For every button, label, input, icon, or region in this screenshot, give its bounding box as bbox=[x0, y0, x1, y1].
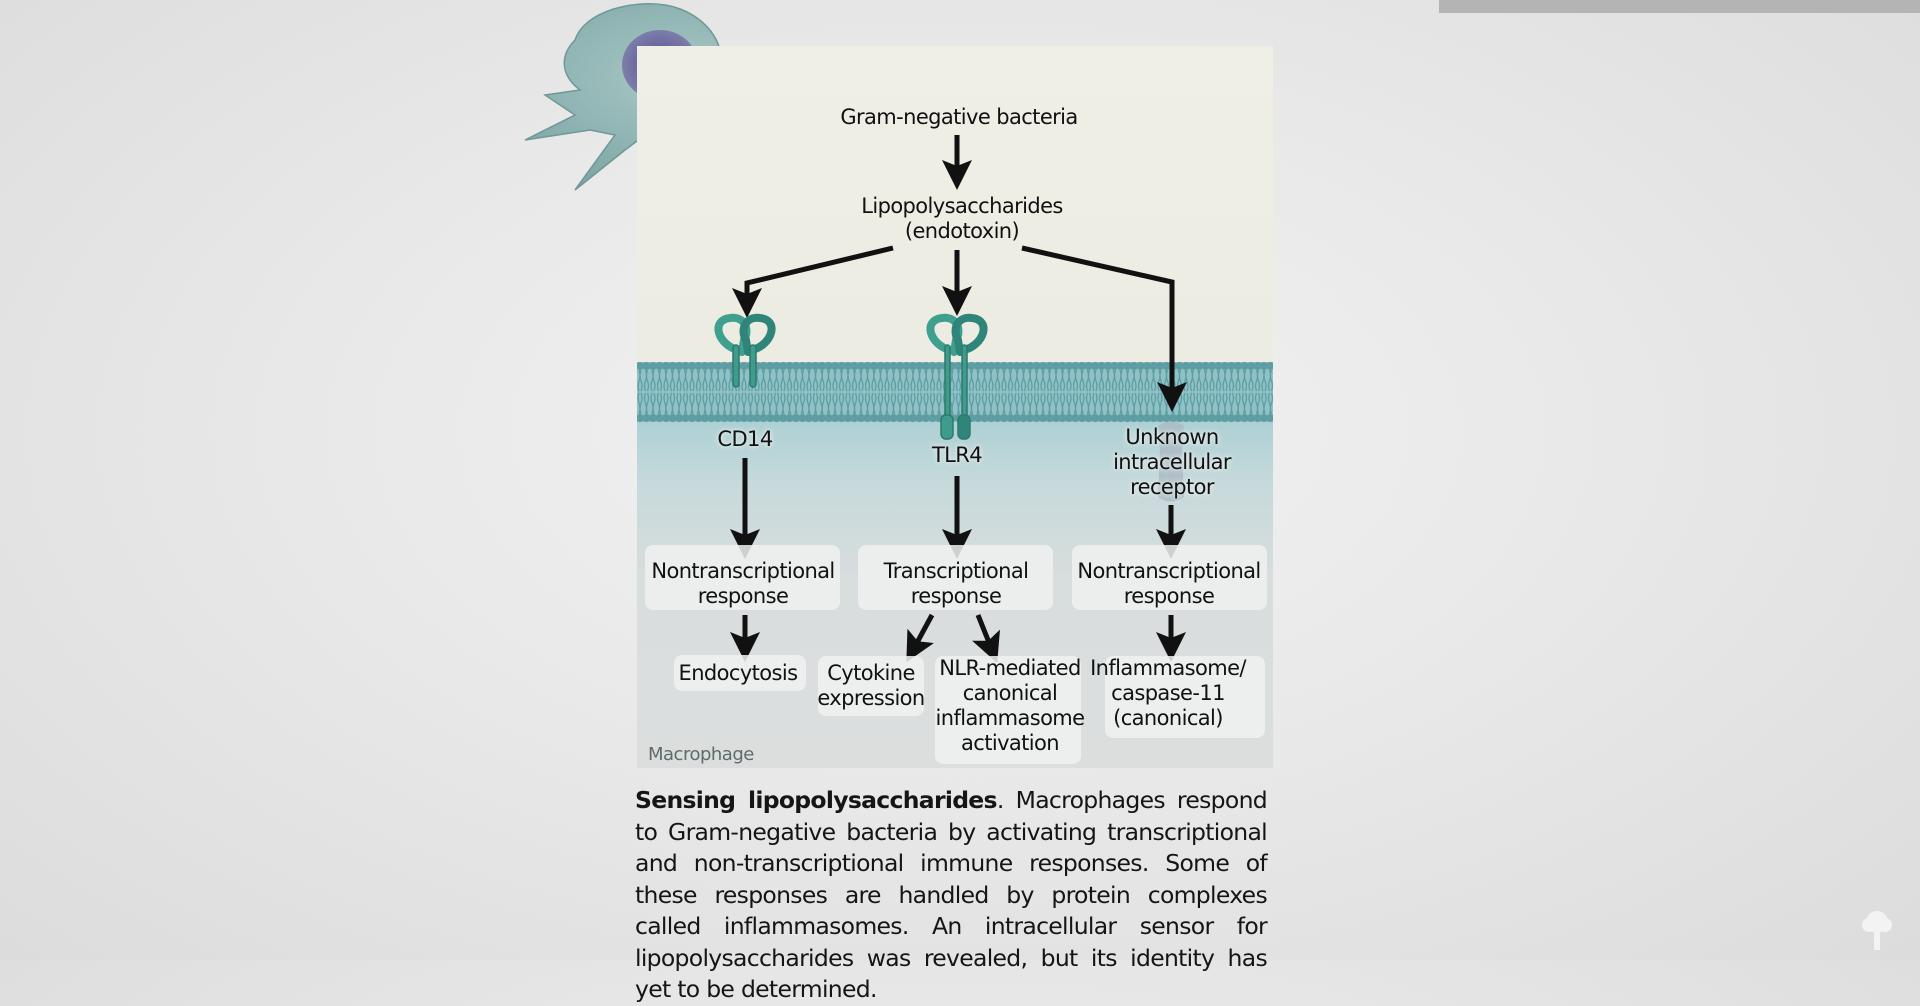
response-3-line1: Nontranscriptional bbox=[1077, 559, 1261, 583]
unknown-receptor-label-line1: Unknown bbox=[1125, 425, 1219, 449]
bacteria-label: Gram-negative bacteria bbox=[840, 105, 1078, 129]
outcome-nlr-line1: NLR-mediated bbox=[939, 656, 1081, 680]
caption-body: . Macrophages respond to Gram-negative b… bbox=[635, 786, 1268, 1003]
tlr4-label: TLR4 bbox=[931, 443, 983, 467]
top-overlay-bar bbox=[1439, 0, 1920, 13]
unknown-receptor-label-line2: intracellular bbox=[1113, 450, 1231, 474]
response-3-line2: response bbox=[1123, 584, 1215, 608]
outcome-box-cytokine bbox=[818, 656, 924, 716]
outcome-nlr-line4: activation bbox=[960, 731, 1060, 755]
unknown-receptor-label-line3: receptor bbox=[1130, 475, 1214, 499]
outcome-inflammasome-line1: Inflammasome/ bbox=[1090, 656, 1246, 680]
response-box-nontranscriptional-1 bbox=[645, 545, 840, 610]
caption-title: Sensing lipopolysaccharides bbox=[635, 786, 998, 814]
figure-caption: Sensing lipopolysaccharides. Macrophages… bbox=[635, 785, 1268, 1006]
cell-membrane bbox=[637, 362, 1273, 422]
response-2-line2: response bbox=[910, 584, 1002, 608]
lps-label-line2: (endotoxin) bbox=[904, 219, 1020, 243]
response-box-transcriptional bbox=[858, 545, 1053, 610]
outcome-cytokine-line2: expression bbox=[817, 686, 925, 710]
outcome-box-inflammasome bbox=[1105, 656, 1265, 738]
response-box-nontranscriptional-2 bbox=[1072, 545, 1267, 610]
tree-icon[interactable] bbox=[1860, 908, 1894, 952]
lps-label-line1: Lipopolysaccharides bbox=[861, 194, 1063, 218]
compartment-label: Macrophage bbox=[648, 744, 754, 765]
outcome-endocytosis: Endocytosis bbox=[678, 661, 799, 685]
response-1-line1: Nontranscriptional bbox=[651, 559, 835, 583]
outcome-cytokine-line1: Cytokine bbox=[827, 661, 915, 685]
response-1-line2: response bbox=[697, 584, 789, 608]
outcome-inflammasome-line2: caspase-11 bbox=[1111, 681, 1225, 705]
outcome-inflammasome-line3: (canonical) bbox=[1113, 706, 1223, 730]
outcome-box-endocytosis bbox=[674, 655, 806, 691]
outcome-nlr-line3: inflammasome bbox=[935, 706, 1086, 730]
outcome-box-nlr bbox=[935, 656, 1081, 764]
response-2-line1: Transcriptional bbox=[883, 559, 1029, 583]
cd14-label: CD14 bbox=[717, 427, 773, 451]
outcome-nlr-line2: canonical bbox=[962, 681, 1058, 705]
